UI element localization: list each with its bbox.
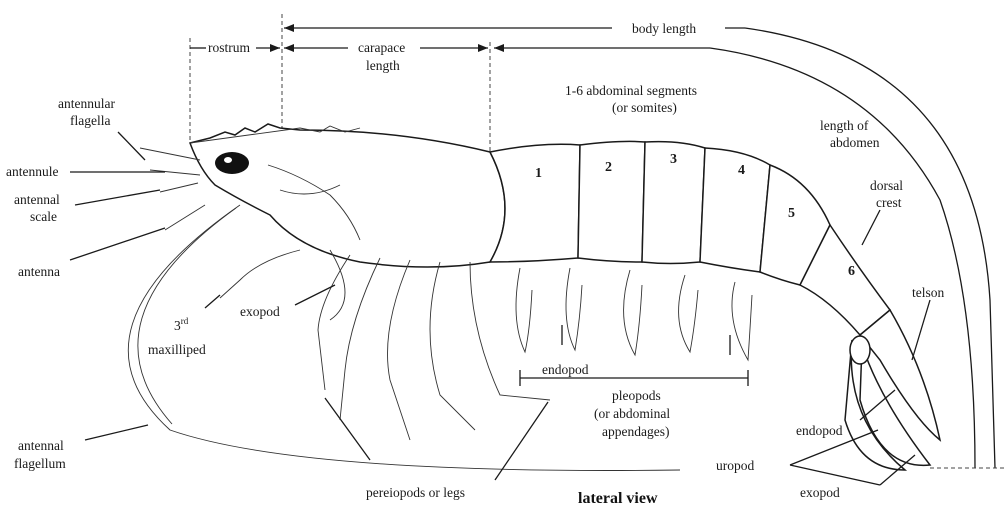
- telson-label: telson: [912, 285, 944, 300]
- segment-number-1: 1: [535, 166, 542, 181]
- antennal-label: antennal: [14, 192, 60, 207]
- third-maxilliped: [220, 250, 300, 298]
- pereiopod-3: [388, 260, 411, 440]
- carapace: [190, 124, 505, 267]
- abdomen-arrow: [494, 44, 504, 52]
- abdominal-segments-label: 1-6 abdominal segments: [565, 83, 697, 98]
- flagella-label: flagella: [70, 113, 110, 128]
- abdomen-label: abdomen: [830, 135, 880, 150]
- antenna: [165, 205, 205, 230]
- body-length-label: body length: [632, 21, 696, 36]
- body-length-arrow: [284, 24, 294, 32]
- lateral-view-title: lateral view: [578, 490, 658, 507]
- pleopod-2: [566, 268, 582, 350]
- antenna-label: antenna: [18, 264, 60, 279]
- antennal-scale-pointer: [75, 190, 160, 205]
- endopod-pleopod-label: endopod: [542, 362, 589, 377]
- exopod-leg-pointer: [295, 285, 335, 305]
- antennal-flagellum-label-1: antennal: [18, 438, 64, 453]
- carapace-label: carapace: [358, 40, 405, 55]
- antennal-flagellum-label-2: flagellum: [14, 456, 66, 471]
- rostrum-arrow: [270, 44, 280, 52]
- carapace-arrow-left: [284, 44, 294, 52]
- carapace-length-label: length: [366, 58, 400, 73]
- eye: [215, 152, 249, 174]
- rostrum-label: rostrum: [208, 40, 250, 55]
- dorsal-crest-pointer: [862, 210, 880, 245]
- pereiopods-pointer-1: [325, 398, 370, 460]
- maxilliped-pointer: [205, 295, 220, 308]
- abdominal-segment-4: [700, 148, 770, 272]
- segment-number-2: 2: [605, 160, 612, 175]
- uropod-bracket-bottom: [790, 465, 880, 485]
- carapace-arrow-right: [478, 44, 488, 52]
- maxilliped-label: maxilliped: [148, 342, 206, 357]
- antennular-flagella: [140, 148, 200, 160]
- third-superscript: rd: [181, 316, 189, 326]
- pleopod-1: [516, 268, 532, 352]
- pereiopods-pointer-2: [495, 402, 548, 480]
- eye-highlight: [224, 157, 232, 163]
- antennal-flagellum-pointer: [85, 425, 148, 440]
- abdominal-segments-sublabel: (or somites): [612, 100, 677, 115]
- uropod-base: [850, 336, 870, 364]
- exopod-uropod-label: exopod: [800, 485, 840, 500]
- exopod-leg-label: exopod: [240, 304, 280, 319]
- crest-label: crest: [876, 195, 902, 210]
- pereiopod-2: [340, 258, 380, 420]
- antennal-scale: [160, 183, 198, 192]
- antenna-pointer: [70, 228, 165, 260]
- pleopods-label: pleopods: [612, 388, 661, 403]
- segment-number-4: 4: [738, 163, 745, 178]
- length-of-label: length of: [820, 118, 869, 133]
- segment-number-6: 6: [848, 264, 855, 279]
- third-label: 3rd: [174, 316, 189, 333]
- pleopods-sublabel-2: appendages): [602, 424, 669, 439]
- pereiopods-label: pereiopods or legs: [366, 485, 465, 500]
- endopod-uropod-label: endopod: [796, 423, 843, 438]
- scale-label: scale: [30, 209, 57, 224]
- antennule-label: antennule: [6, 164, 58, 179]
- pereiopod-4: [430, 262, 475, 430]
- segment-number-3: 3: [670, 152, 677, 167]
- antennular-label: antennular: [58, 96, 115, 111]
- pleopod-5: [732, 282, 752, 360]
- telson-pointer: [912, 300, 930, 360]
- pleopod-4: [679, 275, 698, 352]
- uropod-label: uropod: [716, 458, 754, 473]
- pleopod-3: [624, 270, 642, 355]
- segment-number-5: 5: [788, 206, 795, 221]
- dorsal-label: dorsal: [870, 178, 903, 193]
- pereiopod-5: [470, 262, 550, 400]
- antennular-flagella-pointer: [118, 132, 145, 160]
- pleopods-sublabel-1: (or abdominal: [594, 406, 670, 421]
